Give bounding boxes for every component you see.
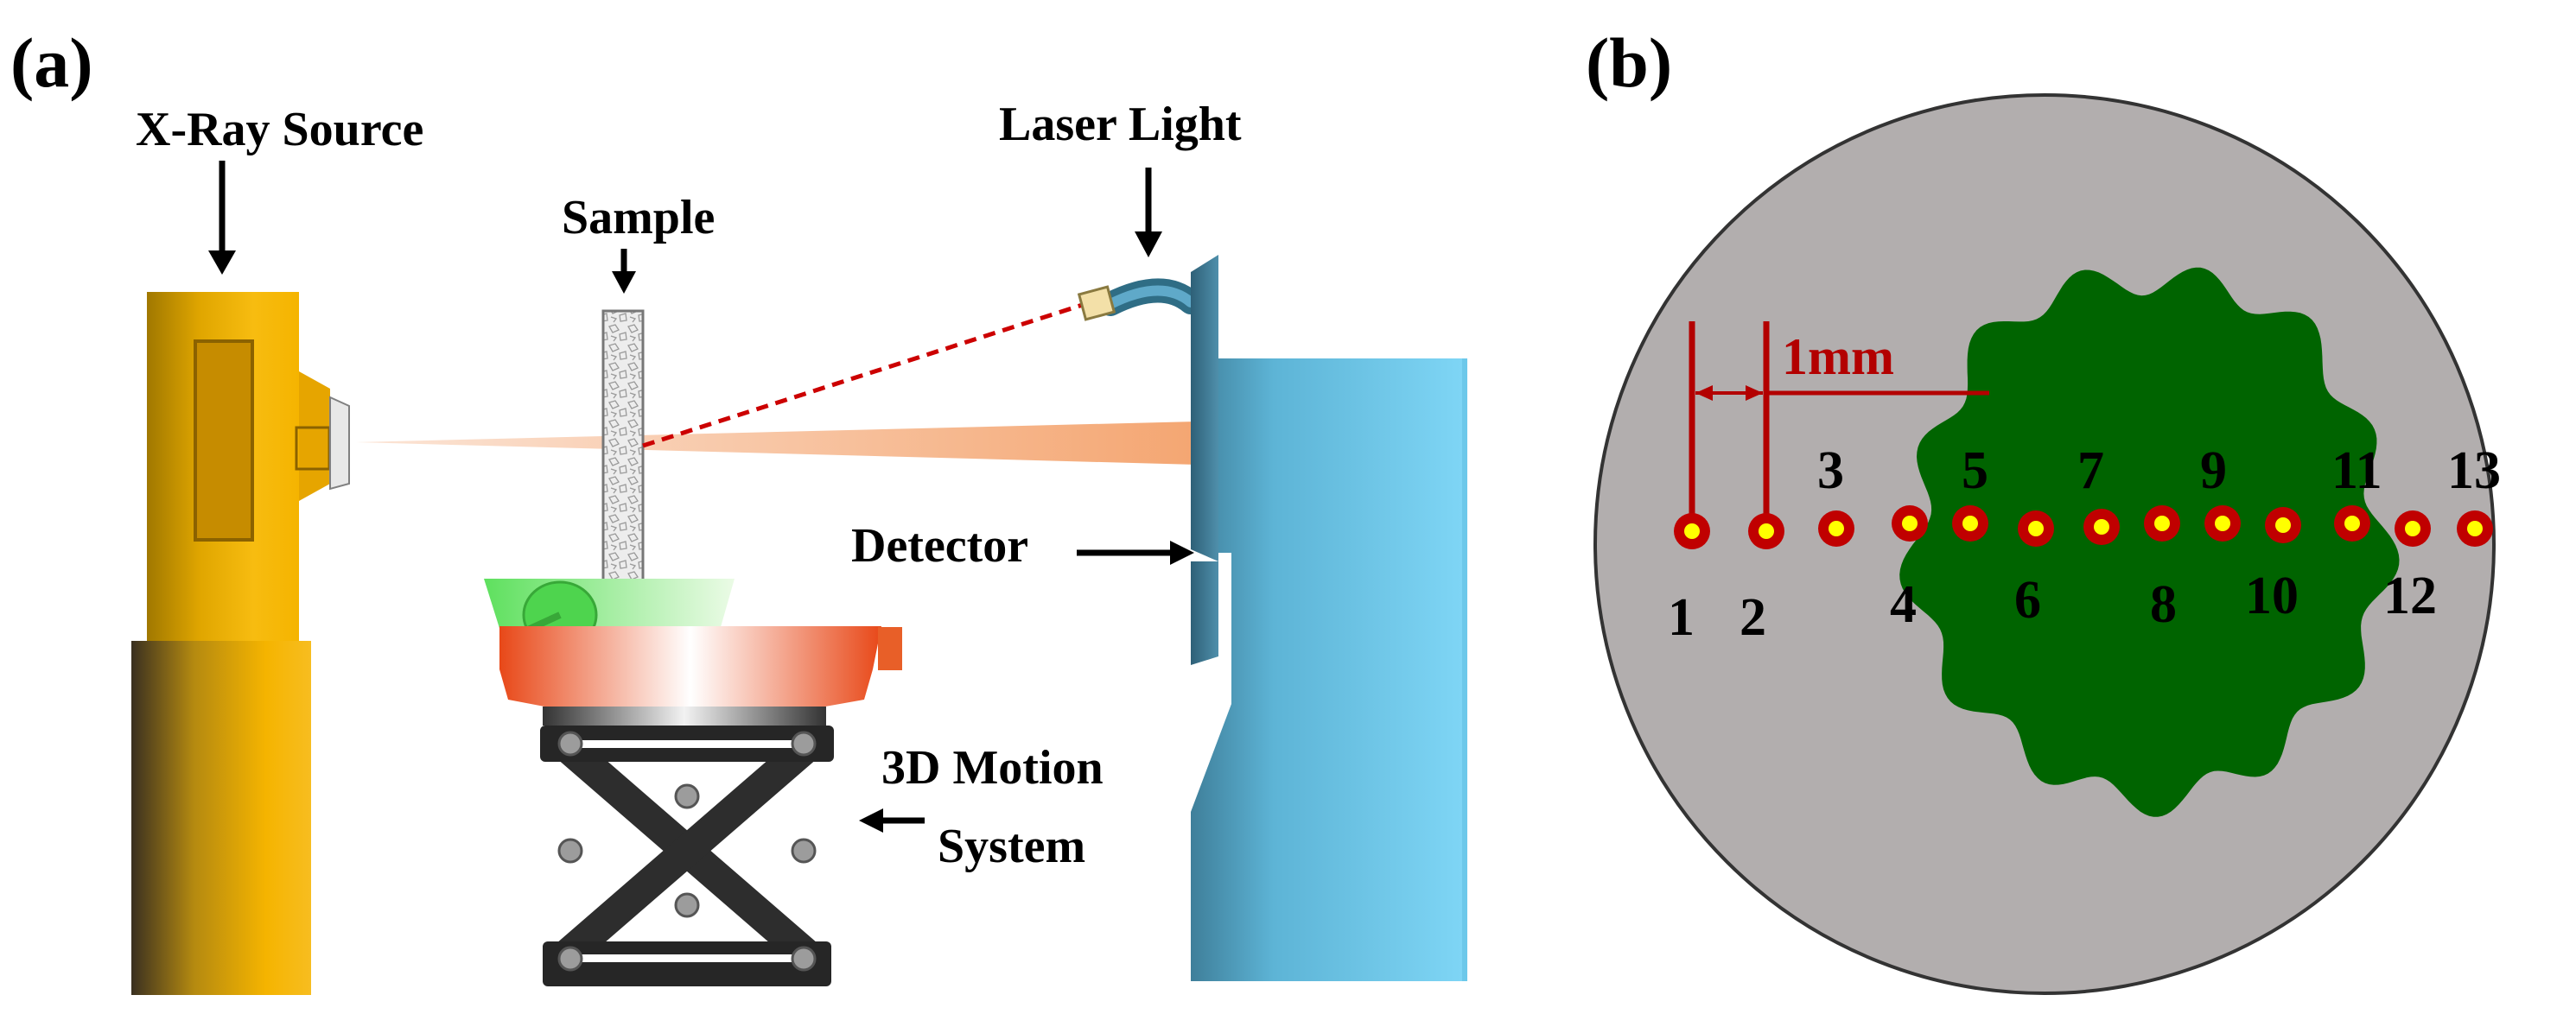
panel-a-arrows [208, 161, 1194, 833]
scale-bar-label: 1mm [1782, 328, 1894, 385]
xray-tube-icon [131, 292, 350, 995]
xray-source-label: X-Ray Source [136, 103, 423, 156]
measurement-point-label: 2 [1740, 588, 1766, 647]
scale-bar [1689, 321, 1989, 527]
xray-beam [356, 421, 1197, 465]
measurement-point-center [2028, 521, 2044, 536]
panel-b-label: (b) [1586, 23, 1672, 102]
measurement-point-center [2094, 519, 2109, 535]
measurement-point-center [2344, 516, 2360, 531]
measurement-point-label: 6 [2014, 571, 2041, 630]
measurement-point-label: 1 [1668, 588, 1695, 647]
laser-light-label: Laser Light [999, 98, 1242, 151]
measurement-point-label: 3 [1817, 441, 1844, 500]
measurement-point-label: 7 [2077, 441, 2104, 500]
panel-a-label: (a) [10, 23, 93, 102]
measurement-point-label: 12 [2383, 567, 2437, 625]
measurement-point-label: 11 [2331, 441, 2382, 500]
sample-strip-icon [601, 309, 645, 582]
measurement-point-label: 8 [2150, 575, 2177, 634]
sample-label: Sample [562, 191, 715, 244]
motion-system-label-line1: 3D Motion [881, 741, 1104, 795]
measurement-point-center [2467, 521, 2483, 536]
laser-beam [642, 300, 1091, 448]
motion-stage-icon [484, 579, 902, 986]
measurement-point-label: 4 [1890, 575, 1917, 634]
measurement-point-center [2154, 516, 2170, 531]
sample-region [1899, 267, 2400, 817]
measurement-point-center [1902, 516, 1918, 531]
measurement-point-center [2275, 517, 2291, 533]
panel-a: (a) [10, 23, 1467, 995]
measurement-point-center [1829, 521, 1844, 536]
measurement-point-label: 5 [1962, 441, 1988, 500]
detector-icon [1191, 255, 1467, 981]
measurement-point-label: 13 [2447, 441, 2501, 500]
motion-system-label-line2: System [938, 820, 1085, 873]
measurement-point-label: 9 [2200, 441, 2227, 500]
measurement-point-center [2405, 521, 2420, 536]
measurement-point-center [1684, 523, 1700, 539]
measurement-point-label: 10 [2245, 567, 2299, 625]
measurement-point-center [2215, 516, 2230, 531]
measurement-point-center [1962, 516, 1978, 531]
detector-label: Detector [851, 519, 1028, 573]
measurement-point-center [1759, 523, 1774, 539]
laser-head-icon [1077, 278, 1203, 321]
